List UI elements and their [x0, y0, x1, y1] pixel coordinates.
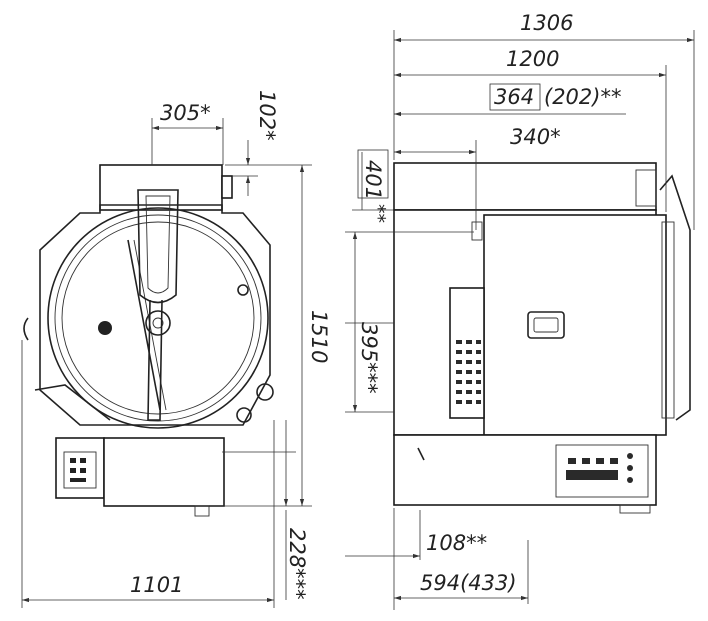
front-hub-inner	[152, 317, 164, 329]
side-control-buttons	[566, 453, 633, 483]
side-door-hinge	[661, 221, 675, 419]
front-drum-rim	[61, 221, 255, 415]
front-hub	[145, 310, 171, 336]
dim-202: (202)**	[544, 85, 621, 109]
dimension-labels: 1306 1200 364 (202)** 340* 401 ** 395***…	[130, 11, 621, 600]
dimension-lines	[21, 30, 695, 610]
dim-364: 364	[494, 85, 534, 109]
side-door-handle	[527, 311, 565, 339]
side-control-panel	[555, 444, 649, 498]
front-foot	[194, 505, 210, 517]
front-view	[23, 164, 274, 517]
front-base	[103, 437, 225, 507]
side-foot	[619, 504, 651, 514]
front-side-arm	[34, 384, 111, 421]
dim-401: 401	[361, 160, 385, 200]
front-drum-inner	[54, 214, 262, 422]
front-side-knob	[221, 175, 233, 199]
dim-395: 395***	[357, 322, 381, 394]
side-top-cap	[635, 169, 657, 207]
dim-1200: 1200	[506, 47, 559, 71]
dim-340: 340*	[510, 125, 561, 149]
front-drum-outer	[47, 207, 269, 429]
dim-102: 102*	[255, 90, 279, 141]
side-latch	[471, 221, 483, 241]
dim-left-stars: **	[367, 204, 389, 223]
front-pin	[237, 284, 249, 296]
dim-228: 228***	[285, 528, 309, 600]
dim-364-box	[489, 83, 541, 111]
front-left-catch	[23, 317, 29, 341]
side-door	[483, 214, 667, 436]
front-right-wheel	[256, 383, 274, 401]
front-right-wheel-2	[236, 407, 252, 423]
front-bolt	[98, 321, 112, 335]
side-top-housing	[393, 162, 657, 211]
dim-401-box	[357, 149, 389, 199]
front-lever-handle	[137, 189, 179, 304]
side-base-pin	[417, 447, 425, 461]
front-octagon-frame	[39, 204, 271, 426]
dim-594: 594(433)	[420, 571, 517, 595]
front-lever-inner	[145, 195, 171, 294]
dim-1101: 1101	[130, 573, 183, 597]
dim-305: 305*	[160, 101, 211, 125]
front-top-housing	[99, 164, 223, 211]
front-panel	[63, 451, 97, 489]
front-lever-stem	[147, 299, 163, 421]
side-view	[393, 162, 691, 514]
dim-1510: 1510	[307, 310, 331, 363]
side-vent-grill	[456, 340, 481, 404]
dim-1306: 1306	[520, 11, 573, 35]
dim-108: 108**	[426, 531, 487, 555]
front-door-edge	[127, 239, 161, 411]
side-door-arm	[659, 174, 691, 421]
